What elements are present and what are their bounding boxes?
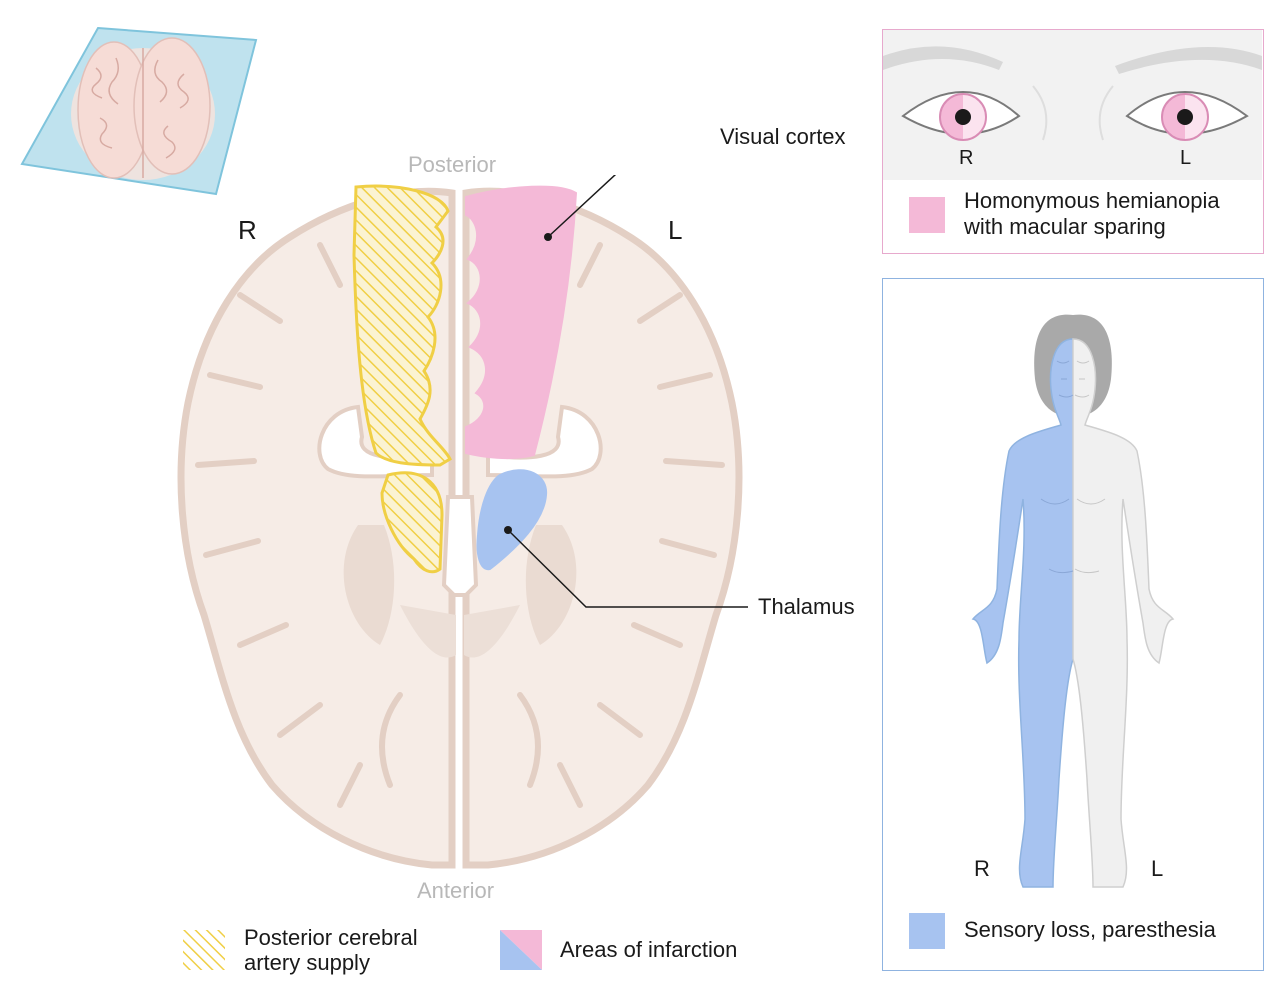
body-left-label: L [1151,856,1164,881]
pca-supply-occipital [352,184,452,467]
hemianopia-legend-line2: with macular sparing [964,214,1166,239]
hemianopia-swatch [909,197,945,233]
sensory-loss-legend-label: Sensory loss, paresthesia [964,917,1216,942]
eyes-left-label: L [1180,147,1192,169]
left-lateral-ventricle [486,404,603,479]
eyes-illustration [883,30,1262,180]
left-pupil [1177,109,1193,125]
infarction-legend-label: Areas of infarction [560,937,738,962]
body-right-half [971,338,1074,888]
thalamus-leader-line [507,529,748,608]
body-figure [971,314,1175,888]
pca-legend-line2: artery supply [244,950,370,975]
third-ventricle [441,495,479,597]
visual-cortex-leader-line [547,175,617,238]
sensory-loss-swatch [909,913,945,949]
infarct-visual-cortex [465,185,578,460]
body-right-label: R [974,856,990,881]
visual-cortex-label: Visual cortex [720,124,846,149]
hemianopia-legend-line1: Homonymous hemianopia [964,188,1220,213]
thalamus-label: Thalamus [758,594,855,619]
right-pupil [955,109,971,125]
brain-plane-thumbnail [20,26,258,196]
brain-axial-section [177,175,748,869]
anterior-label: Anterior [417,878,495,903]
pca-supply-thalamus [380,471,444,574]
infarct-thalamus [476,469,548,571]
pca-legend-swatch [183,930,225,970]
pca-legend-line1: Posterior cerebral [244,925,418,950]
posterior-label: Posterior [408,152,497,177]
brain-left-label: L [668,215,683,245]
brain-right-label: R [238,215,257,245]
visual-field-panel: R L Homonymous hemianopia with macular s… [882,29,1264,254]
eyes-right-label: R [959,147,974,169]
sensory-loss-panel: R L Sensory loss, paresthesia [882,278,1264,971]
infarction-legend-swatch [500,930,542,970]
body-left-half [1072,338,1175,888]
